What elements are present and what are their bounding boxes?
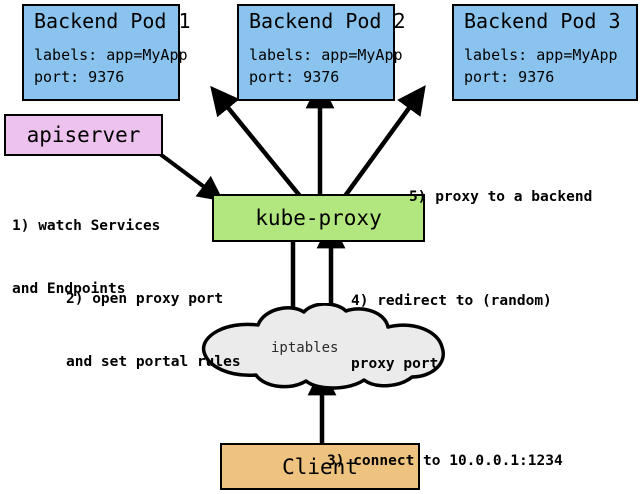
backend-pod-2-port: port: 9376 — [249, 68, 340, 86]
step-4-line-1: 4) redirect to (random) — [351, 293, 552, 309]
step-5-line-1: 5) proxy to a backend — [409, 189, 593, 205]
step-3-annotation: 3) connect to 10.0.0.1:1234 — [327, 409, 563, 494]
backend-pod-3-title: Backend Pod 3 — [464, 9, 621, 33]
client-label: Client — [282, 454, 358, 479]
iptables-cloud-shape — [201, 303, 445, 390]
backend-pod-1-port: port: 9376 — [34, 68, 125, 86]
client-box: Client — [220, 443, 420, 490]
kube-proxy-box: kube-proxy — [212, 194, 425, 242]
step-2-line-1: 2) open proxy port — [66, 291, 224, 307]
step-2-annotation: 2) open proxy port and set portal rules — [66, 247, 241, 415]
iptables-label: iptables — [271, 340, 339, 356]
backend-pod-1-title: Backend Pod 1 — [34, 9, 191, 33]
backend-pod-2-title: Backend Pod 2 — [249, 9, 406, 33]
step-3-line-1: 3) connect to 10.0.0.1:1234 — [327, 453, 563, 469]
backend-pod-1-labels: labels: app=MyApp — [34, 46, 188, 64]
step-1-line-2: and Endpoints — [12, 281, 126, 297]
apiserver-box: apiserver — [4, 114, 163, 156]
step-2-line-2: and set portal rules — [66, 354, 241, 370]
arrow-kubeproxy-to-pod3 — [343, 85, 426, 198]
step-4-annotation: 4) redirect to (random) proxy port — [351, 249, 552, 417]
step-5-annotation: 5) proxy to a backend — [409, 145, 592, 250]
apiserver-label: apiserver — [26, 123, 141, 147]
step-1-line-1: 1) watch Services — [12, 218, 161, 234]
arrow-apiserver-to-kubeproxy — [158, 152, 224, 202]
kube-proxy-label: kube-proxy — [255, 206, 382, 230]
step-1-annotation: 1) watch Services and Endpoints — [12, 174, 160, 342]
backend-pod-3-port: port: 9376 — [464, 68, 555, 86]
arrow-kubeproxy-to-pod1 — [210, 85, 302, 198]
backend-pod-3-labels: labels: app=MyApp — [464, 46, 618, 64]
backend-pod-2-labels: labels: app=MyApp — [249, 46, 403, 64]
backend-pod-1-box: Backend Pod 1 labels: app=MyApp port: 93… — [22, 4, 191, 101]
step-4-line-2: proxy port — [351, 356, 439, 372]
backend-pod-3-box: Backend Pod 3 labels: app=MyApp port: 93… — [452, 4, 638, 101]
backend-pod-2-box: Backend Pod 2 labels: app=MyApp port: 93… — [237, 4, 406, 101]
